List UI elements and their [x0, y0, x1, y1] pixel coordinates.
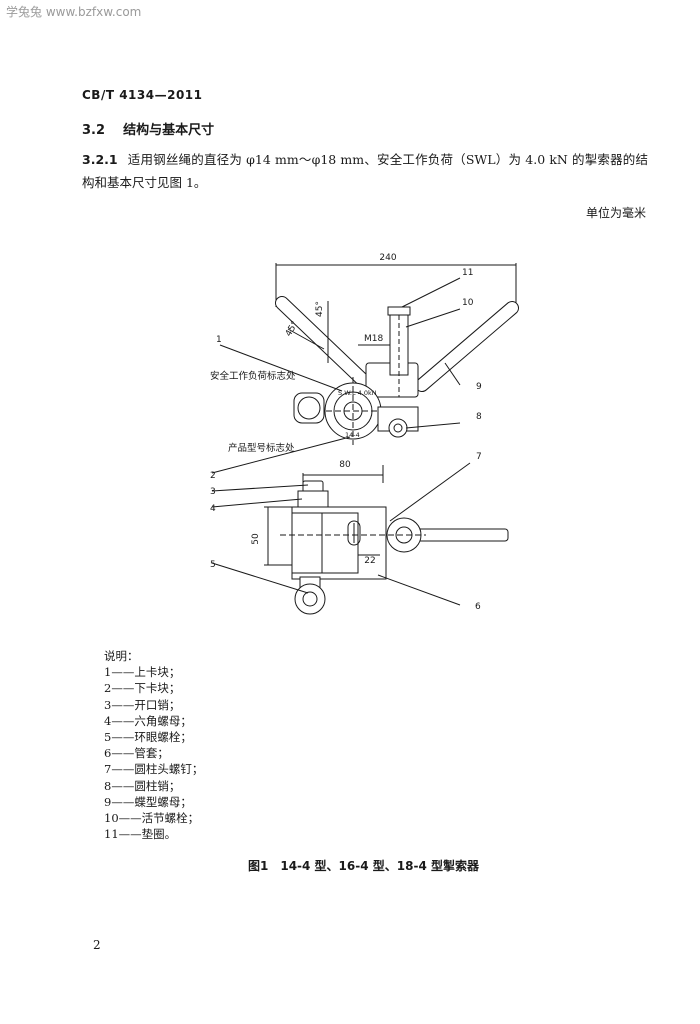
callout-11: 11	[462, 268, 473, 278]
legend-item: 11——垫圈。	[104, 827, 177, 842]
plate-text-bottom: 14-4	[345, 431, 360, 439]
figure-caption: 图1 14-4 型、16-4 型、18-4 型掣索器	[248, 859, 479, 873]
leader-2	[211, 436, 351, 474]
stopper-drawing: 240 80 50 22 M18 45° 45° S.W.L 4.0kN 14-…	[210, 253, 519, 615]
callout-6: 6	[475, 602, 481, 612]
leader-7	[389, 462, 471, 522]
callout-10: 10	[462, 298, 474, 308]
dim-label-50: 50	[251, 533, 261, 545]
eyebolt-ring-outer	[294, 583, 326, 615]
legend-title: 说明：	[104, 649, 139, 663]
callout-1: 1	[216, 335, 222, 345]
dim-label-22: 22	[364, 556, 375, 566]
leader-3	[211, 484, 309, 492]
legend-item: 10——活节螺栓；	[104, 811, 200, 826]
pin-8-inner	[393, 423, 403, 433]
leader-11	[401, 277, 461, 308]
leader-1	[219, 344, 343, 392]
legend-item: 9——蝶型螺母；	[104, 794, 192, 809]
leader-5	[211, 562, 309, 594]
leader-10	[405, 308, 461, 328]
lower-clamp-left	[291, 512, 323, 574]
callout-9: 9	[476, 382, 482, 392]
left-nut-hole	[297, 396, 321, 420]
callout-7: 7	[476, 452, 482, 462]
unit-note: 单位为毫米	[586, 206, 647, 220]
washer-11	[387, 306, 411, 316]
callout-3: 3	[210, 487, 216, 497]
leader-9	[444, 362, 461, 386]
lower-handle	[415, 528, 509, 542]
legend-item: 1——上卡块；	[104, 665, 181, 680]
standard-number: CB/T 4134—2011	[82, 88, 203, 102]
callout-4: 4	[210, 504, 216, 514]
callout-5: 5	[210, 560, 216, 570]
legend-item: 5——环眼螺栓；	[104, 730, 192, 745]
dim-label-80: 80	[339, 460, 351, 470]
watermark-text: 学兔兔 www.bzfxw.com	[6, 5, 142, 19]
legend-item: 7——圆柱头螺钉；	[104, 762, 204, 777]
pin-8-circle	[388, 418, 408, 438]
section-title: 结构与基本尺寸	[123, 123, 215, 138]
section-heading: 3.2 结构与基本尺寸	[82, 119, 214, 138]
leader-8	[405, 422, 461, 429]
leader-4	[211, 498, 303, 508]
section-number: 3.2	[82, 123, 106, 138]
legend-item: 8——圆柱销；	[104, 778, 181, 793]
plate-text-top: S.W.L 4.0kN	[338, 389, 377, 397]
legend-item: 6——管套；	[104, 746, 169, 761]
angle-dim-line-2	[287, 328, 325, 350]
legend: 说明： 1——上卡块； 2——下卡块； 3——开口销； 4——六角螺母； 5——…	[104, 648, 203, 842]
callout-8: 8	[476, 412, 482, 422]
leader-6	[377, 574, 461, 606]
slot	[347, 520, 361, 546]
legend-item: 2——下卡块；	[104, 681, 181, 696]
right-handle-fill	[416, 302, 518, 391]
dim-label-m18: M18	[364, 334, 383, 344]
paragraph-number: 3.2.1	[82, 152, 118, 167]
page-number: 2	[93, 938, 101, 952]
safety-load-mark-label: 安全工作负荷标志处	[210, 370, 296, 382]
legend-item: 4——六角螺母；	[104, 713, 192, 728]
model-mark-label: 产品型号标志处	[228, 442, 295, 454]
hex-nut-4	[297, 490, 329, 510]
paragraph-text: 适用钢丝绳的直径为 φ14 mm～φ18 mm、安全工作负荷（SWL）为 4.0…	[82, 152, 648, 190]
eyebolt-ring-inner	[302, 591, 318, 607]
dim-label-240: 240	[379, 253, 396, 263]
legend-item: 3——开口销；	[104, 697, 181, 712]
callout-2: 2	[210, 471, 216, 481]
left-handle-fill	[276, 297, 374, 391]
dim-label-angle-b: 45°	[315, 301, 325, 317]
